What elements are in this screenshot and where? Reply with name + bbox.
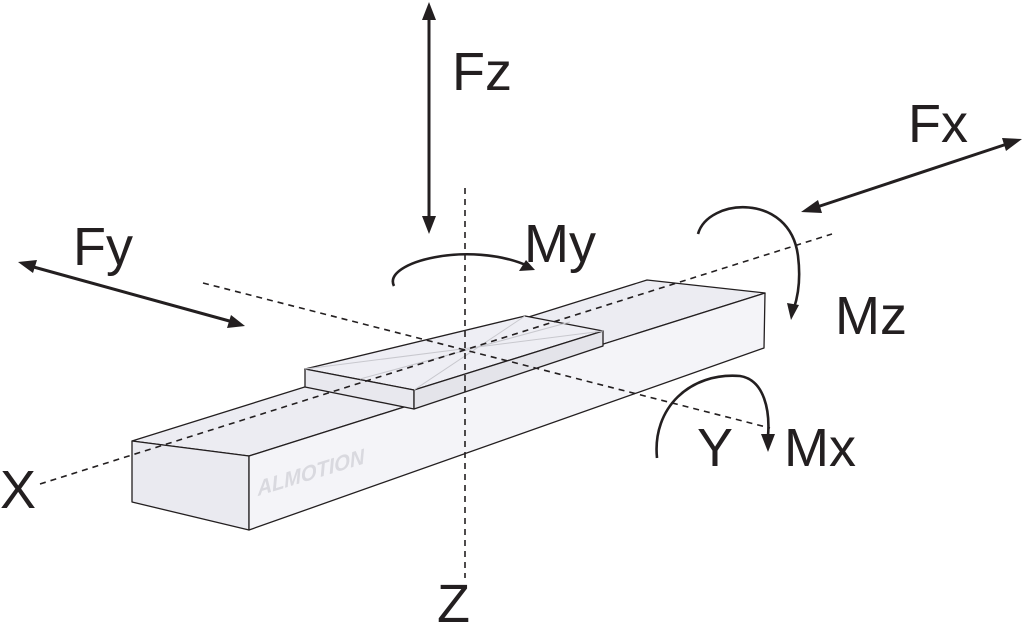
y-axis-line (202, 282, 771, 429)
fy-arrow (18, 260, 245, 328)
arrowhead-icon (227, 315, 245, 328)
label-fz: Fz (452, 42, 512, 102)
arrowhead-icon (18, 260, 37, 273)
label-my: My (524, 214, 596, 274)
arrowhead-icon (519, 260, 535, 271)
label-x-axis: X (0, 460, 36, 520)
arrowhead-icon (801, 200, 822, 213)
arrowhead-icon (422, 216, 436, 234)
carriage-side-face (413, 330, 604, 410)
label-y-axis: Y (697, 418, 733, 478)
arrowhead-icon (422, 2, 436, 20)
mx-moment-arrow (655, 374, 775, 459)
carriage-diagonal (304, 330, 604, 370)
rail-front-face (131, 440, 250, 531)
label-mz: Mz (835, 286, 907, 346)
carriage-diagonal (413, 315, 526, 391)
label-fx: Fx (908, 94, 968, 154)
label-fy: Fy (73, 217, 133, 277)
mz-moment-arrow (696, 206, 801, 320)
arrowhead-icon (1002, 138, 1022, 151)
fz-arrow (422, 2, 436, 234)
my-moment-arrow (391, 253, 535, 287)
label-z-axis: Z (437, 574, 470, 624)
label-mx: Mx (784, 418, 856, 478)
arrowhead-icon (787, 303, 799, 320)
arrowhead-icon (761, 434, 775, 452)
fx-arrow (801, 138, 1022, 213)
